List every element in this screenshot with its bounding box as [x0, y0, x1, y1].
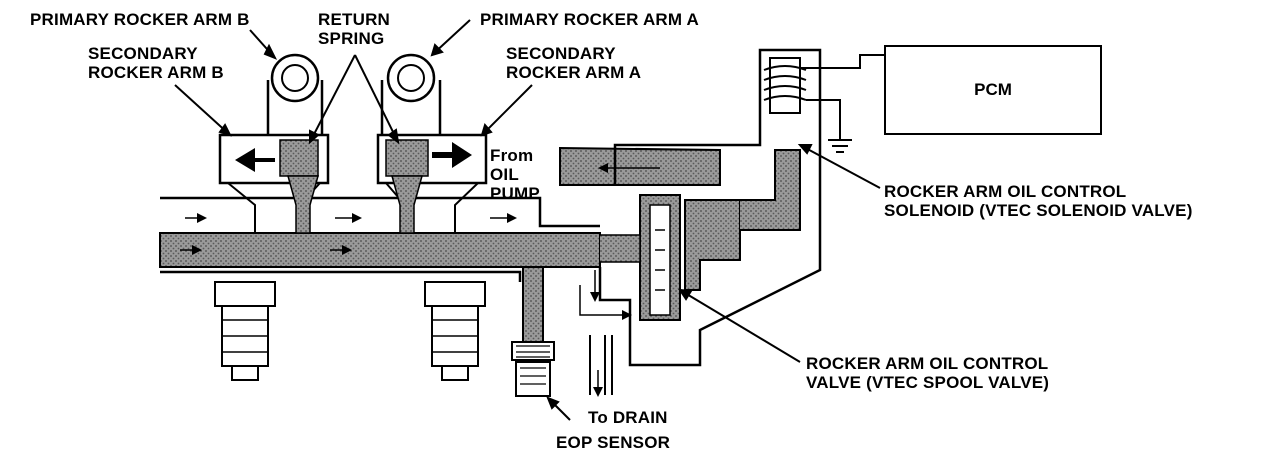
- leader-lines: [174, 19, 881, 421]
- spool-valve-housing: [579, 48, 822, 397]
- label-eop-sensor: EOP SENSOR: [556, 433, 671, 452]
- pcm-box: PCM: [884, 45, 1102, 135]
- rocker-assembly-a: [376, 53, 488, 381]
- label-primary-rocker-arm-a: PRIMARY ROCKER ARM A: [480, 10, 700, 29]
- label-primary-rocker-arm-b: PRIMARY ROCKER ARM B: [30, 10, 250, 29]
- label-from-oil-pump: From OIL PUMP: [490, 146, 540, 203]
- label-return-spring: RETURN SPRING: [318, 10, 391, 48]
- rocker-assembly-b: [214, 53, 330, 381]
- label-to-drain: To DRAIN: [588, 408, 668, 427]
- oil-pump-line: [559, 146, 721, 186]
- label-oil-control-valve: ROCKER ARM OIL CONTROL VALVE (VTEC SPOOL…: [806, 354, 1050, 392]
- label-secondary-rocker-arm-b: SECONDARY ROCKER ARM B: [88, 44, 224, 82]
- eop-sensor: [511, 266, 555, 397]
- solenoid-coil: [763, 54, 884, 153]
- label-secondary-rocker-arm-a: SECONDARY ROCKER ARM A: [506, 44, 642, 82]
- pcm-label: PCM: [974, 80, 1012, 99]
- label-oil-control-solenoid: ROCKER ARM OIL CONTROL SOLENOID (VTEC SO…: [884, 182, 1193, 220]
